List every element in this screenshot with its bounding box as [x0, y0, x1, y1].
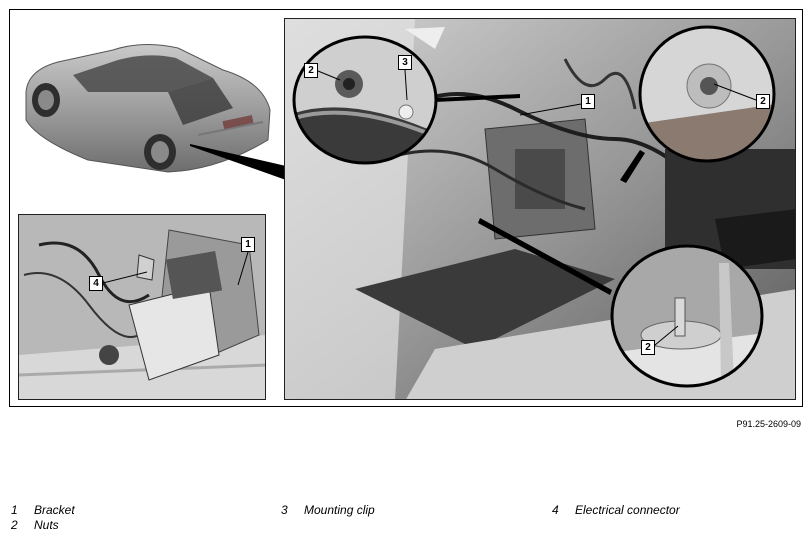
callout-2-top-left: 2: [304, 63, 318, 78]
callout-2-top-right: 2: [756, 94, 770, 109]
car-overview-illustration: [18, 30, 278, 180]
zoom-circle-top-left: [292, 35, 438, 165]
zoom-circle-bottom-right: [610, 244, 764, 388]
callout-1-main: 1: [581, 94, 595, 109]
detail-photo-bracket: [18, 214, 266, 400]
zoom-circle-top-right: [638, 25, 776, 163]
callout-3-top-left: 3: [398, 55, 412, 70]
callout-4-detail: 4: [89, 276, 103, 291]
callout-1-detail: 1: [241, 237, 255, 252]
callout-2-bottom-right: 2: [641, 340, 655, 355]
figure-reference: P91.25-2609-09: [736, 419, 801, 429]
